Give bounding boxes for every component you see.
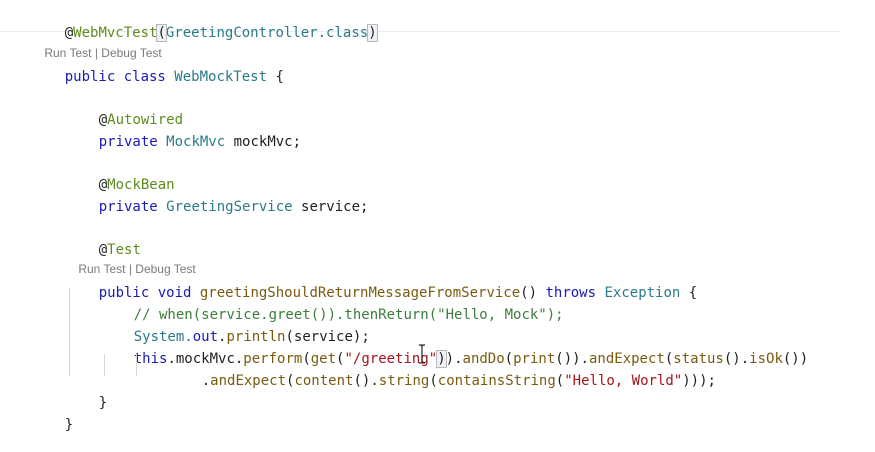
paren-chain: ().	[353, 373, 379, 389]
method-andexpect: andExpect	[210, 373, 287, 389]
open-brace: {	[267, 69, 284, 85]
matched-paren-open: (	[156, 24, 167, 42]
code-comment: // when(service.greet()).thenReturn("Hel…	[133, 307, 564, 323]
annotation-webmvctest: WebMvcTest	[73, 25, 158, 41]
paren: (	[286, 373, 295, 389]
debug-test-link[interactable]: Debug Test	[101, 46, 162, 60]
keyword-throws: throws	[545, 285, 605, 301]
paren: (	[664, 351, 674, 367]
paren-chain: ().	[723, 351, 750, 367]
annotation-at: @	[64, 25, 74, 41]
paren-close: )	[445, 351, 455, 367]
method-perform: perform	[243, 351, 303, 367]
indent-guide	[69, 288, 70, 376]
annotation-mockbean: MockBean	[107, 177, 175, 193]
keyword-this: this	[133, 351, 168, 367]
code-line-mockbean[interactable]: @MockBean	[65, 158, 175, 212]
class-name: WebMockTest	[174, 69, 268, 85]
codelens-separator: |	[91, 46, 102, 60]
paren-close-semicolon: )));	[682, 373, 716, 389]
code-editor[interactable]: @WebMvcTest(GreetingController.class) Ru…	[0, 0, 875, 441]
keyword-private: private	[98, 134, 167, 150]
paren: (	[504, 351, 514, 367]
code-line-comment[interactable]: // when(service.greet()).thenReturn("Hel…	[100, 288, 564, 342]
field-out: out	[192, 329, 219, 345]
code-line-method-close[interactable]: }	[65, 376, 107, 430]
string-greeting-path: "/greeting"	[344, 351, 438, 367]
i-beam-cursor-icon	[418, 344, 426, 364]
run-test-link[interactable]: Run Test	[44, 46, 92, 60]
dot: .	[201, 373, 211, 389]
dot: .	[218, 329, 227, 345]
code-line-service-field[interactable]: private GreetingService service;	[65, 180, 369, 234]
code-line-mockmvc-field[interactable]: private MockMvc mockMvc;	[65, 115, 301, 169]
type-exception: Exception	[604, 285, 681, 301]
codelens-class: Run Test | Debug Test	[31, 32, 162, 74]
keyword-public-class: public class	[64, 69, 175, 85]
keyword-public-void: public void	[98, 285, 200, 301]
annotation-test: Test	[107, 242, 141, 258]
dot: .	[454, 351, 463, 367]
debug-test-link[interactable]: Debug Test	[135, 262, 196, 276]
annotation-at: @	[98, 177, 108, 193]
code-line-1[interactable]: @WebMvcTest(GreetingController.class)	[31, 6, 378, 60]
method-print: print	[513, 351, 556, 367]
codelens-separator: |	[125, 262, 136, 276]
method-parens: ()	[520, 285, 546, 301]
paren-chain: ()).	[555, 351, 589, 367]
method-anddo: andDo	[462, 351, 505, 367]
code-line-test-annotation[interactable]: @Test	[65, 223, 141, 277]
indent-guide	[104, 354, 105, 376]
method-get: get	[310, 351, 337, 367]
codelens-method: Run Test | Debug Test	[65, 248, 196, 290]
close-brace: }	[98, 395, 108, 411]
code-line-class-close[interactable]: }	[31, 398, 73, 452]
close-brace: }	[64, 417, 74, 433]
keyword-private: private	[98, 199, 167, 215]
matched-paren-close: )	[367, 24, 378, 42]
annotation-at: @	[98, 242, 108, 258]
code-line-println[interactable]: System.out.println(service);	[100, 310, 370, 364]
annotation-argument: GreetingController.class	[165, 25, 369, 41]
method-containsstring: containsString	[437, 373, 556, 389]
code-line-2[interactable]: public class WebMockTest {	[31, 50, 284, 104]
run-test-link[interactable]: Run Test	[78, 262, 126, 276]
method-println: println	[226, 329, 286, 345]
println-args: (service);	[285, 329, 370, 345]
paren: (	[555, 373, 565, 389]
class-system: System.	[133, 329, 193, 345]
paren: (	[429, 373, 438, 389]
open-brace: {	[680, 285, 698, 301]
annotation-autowired: Autowired	[107, 112, 184, 128]
indent-guide	[136, 354, 137, 376]
field-name: service;	[292, 199, 369, 215]
type-greetingservice: GreetingService	[166, 199, 293, 215]
method-isok: isOk	[749, 351, 783, 367]
matched-paren-close: )	[436, 350, 447, 368]
method-name: greetingShouldReturnMessageFromService	[199, 285, 521, 301]
method-status: status	[673, 351, 724, 367]
code-line-method-signature[interactable]: public void greetingShouldReturnMessageF…	[65, 266, 697, 320]
paren: (	[336, 351, 345, 367]
type-mockmvc: MockMvc	[166, 134, 226, 150]
field-name: mockMvc;	[225, 134, 302, 150]
annotation-at: @	[98, 112, 108, 128]
method-content: content	[294, 373, 354, 389]
editor-top-divider	[0, 0, 840, 32]
paren: (	[302, 351, 311, 367]
code-line-autowired[interactable]: @Autowired	[65, 93, 183, 147]
code-line-andexpect-content[interactable]: .andExpect(content().string(containsStri…	[168, 354, 716, 408]
code-line-perform[interactable]: this.mockMvc.perform(get("/greeting")).a…	[100, 332, 808, 386]
member-mockmvc: .mockMvc.	[167, 351, 244, 367]
method-andexpect: andExpect	[588, 351, 665, 367]
paren-close: ())	[782, 351, 809, 367]
method-string: string	[378, 373, 430, 389]
string-hello-world: "Hello, World"	[564, 373, 683, 389]
